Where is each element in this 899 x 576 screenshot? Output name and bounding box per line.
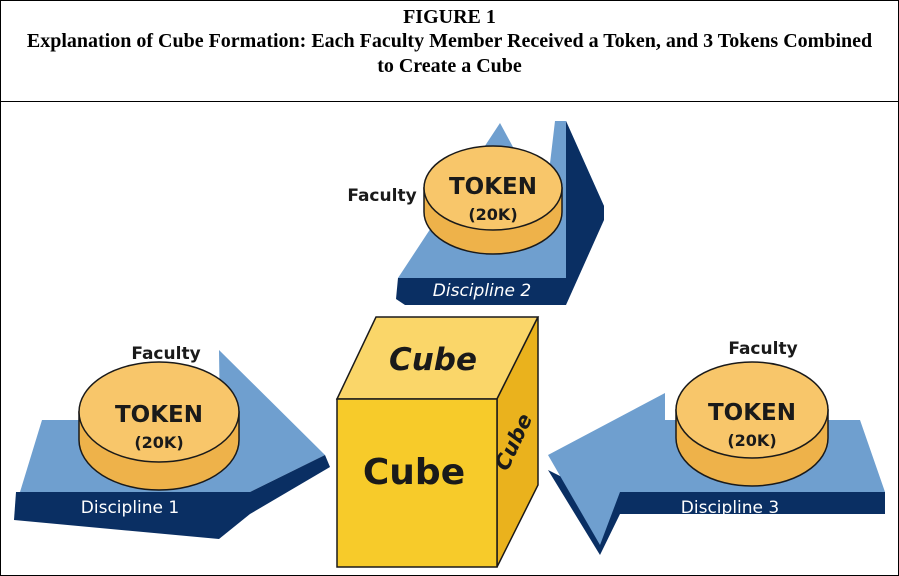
cube: Cube Cube Cube — [335, 316, 540, 568]
token-1-amount: (20K) — [134, 433, 183, 452]
token-3-title: TOKEN — [708, 400, 796, 426]
discipline-2-label: Discipline 2 — [433, 281, 531, 301]
token-2: TOKEN (20K) Faculty — [347, 145, 563, 255]
discipline-2-arrow-band — [396, 278, 566, 305]
cube-front-label: Cube — [363, 452, 465, 493]
token-3-face — [675, 361, 829, 459]
token-1: TOKEN (20K) Faculty — [78, 344, 240, 491]
discipline-3-label: Discipline 3 — [681, 498, 779, 518]
cube-top-label: Cube — [389, 342, 477, 378]
figure-label: FIGURE 1 — [403, 6, 496, 28]
token-2-title: TOKEN — [449, 174, 537, 200]
figure-header: FIGURE 1 Explanation of Cube Formation: … — [1, 1, 898, 102]
token-2-amount: (20K) — [468, 205, 517, 224]
token-3: TOKEN (20K) Faculty — [675, 339, 829, 487]
token-2-faculty-label: Faculty — [347, 186, 416, 206]
token-2-face — [423, 145, 563, 231]
discipline-1-arrow-tip — [250, 455, 330, 514]
cube-front-face — [336, 398, 498, 568]
figure-caption: Explanation of Cube Formation: Each Facu… — [26, 30, 873, 77]
discipline-1-label: Discipline 1 — [81, 498, 179, 518]
token-3-faculty-label: Faculty — [728, 339, 797, 359]
token-1-title: TOKEN — [115, 402, 203, 428]
discipline-2-arrow-edge — [566, 121, 604, 305]
token-3-amount: (20K) — [727, 431, 776, 450]
token-1-face — [78, 361, 240, 463]
token-1-faculty-label: Faculty — [131, 344, 200, 364]
discipline-1-arrow-band — [14, 492, 250, 539]
discipline-3-arrow-band — [548, 470, 885, 555]
